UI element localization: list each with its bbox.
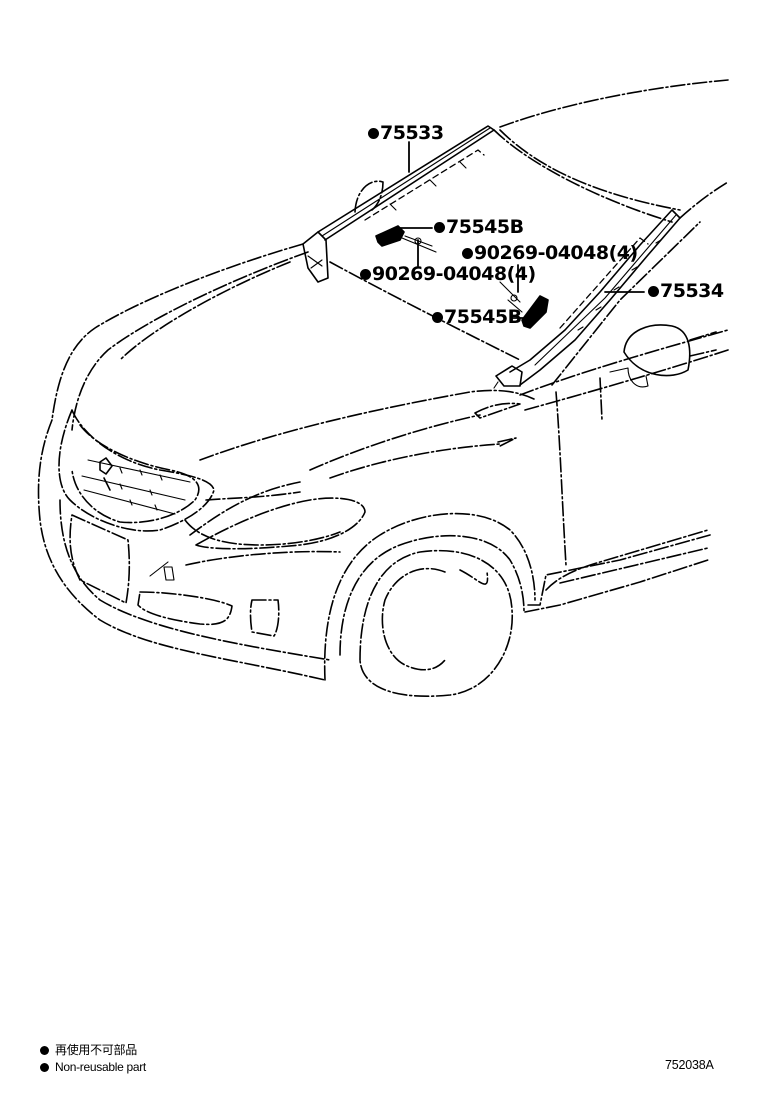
side-mirror-base: [609, 367, 649, 388]
license-plate: [69, 514, 131, 604]
callout-75533[interactable]: 75533: [368, 124, 444, 143]
bumper-outline: [37, 419, 326, 681]
grille-slat-2: [81, 475, 186, 501]
rocker-panel-2: [524, 559, 709, 613]
right-pillar-outer: [679, 181, 729, 219]
grille-slat-3: [83, 489, 176, 515]
fender-lower-curve: [329, 443, 501, 479]
wheel-arch-inner: [339, 534, 525, 656]
fender-accent-2: [497, 437, 517, 447]
bumper-outline-2: [59, 499, 331, 661]
figure-code: 752038A: [665, 1058, 714, 1072]
headlamp-inner: [205, 491, 301, 501]
non-reusable-marker-icon: [462, 248, 473, 259]
grille-inner: [71, 424, 200, 524]
washer-nozzle: [149, 561, 175, 581]
rocker-panel-3: [545, 529, 709, 591]
moulding-75533-ticks: [389, 161, 467, 211]
fog-lamp: [137, 591, 233, 626]
hood-rear-edge: [51, 243, 304, 421]
callout-75545B-lower[interactable]: 75545B: [432, 308, 522, 327]
mirror-arm: [689, 331, 717, 357]
hood-rear-edge-2: [71, 251, 309, 431]
grille-slat-1: [87, 459, 191, 483]
fender-accent: [474, 402, 521, 419]
rocker-panel-4: [559, 547, 709, 584]
filled-circle-icon: [40, 1063, 49, 1072]
moulding-75534-outer: [509, 209, 681, 386]
non-reusable-marker-icon: [360, 269, 371, 280]
moulding-75534-inner: [534, 214, 677, 366]
wheel-arch-outer: [323, 512, 536, 681]
moulding-75534-clip-marks: [577, 239, 662, 331]
rim-inner: [459, 569, 489, 585]
bumper-crease: [185, 550, 341, 566]
rim-outer: [381, 567, 446, 671]
hood-crease: [119, 261, 291, 361]
roof-line: [499, 79, 729, 128]
part-number: 75545B: [444, 306, 522, 328]
callout-75545B-upper[interactable]: 75545B: [434, 218, 524, 237]
windshield-upper-edge: [493, 129, 673, 223]
legend-row-japanese: 再使用不可部品: [40, 1042, 146, 1059]
clip-75545B-upper-graphic: [375, 225, 437, 253]
left-mirror: [354, 180, 384, 213]
rocker-panel: [527, 534, 711, 606]
part-number: 90269-04048(4): [372, 263, 536, 285]
door-panel-line: [599, 377, 603, 421]
non-reusable-marker-icon: [434, 222, 445, 233]
moulding-75533-inner: [321, 127, 491, 237]
callout-90269-04048-right[interactable]: 90269-04048(4): [462, 244, 638, 263]
left-pillar-base-detail: [307, 255, 323, 269]
belt-line: [519, 329, 729, 396]
non-reusable-marker-icon: [648, 286, 659, 297]
right-cowl-bracket-detail: [493, 381, 499, 389]
legend-row-english: Non-reusable part: [40, 1059, 146, 1076]
part-number: 75545B: [446, 216, 524, 238]
fender-top: [199, 389, 537, 461]
legend: 再使用不可部品 Non-reusable part: [40, 1042, 146, 1076]
left-pillar-base: [302, 231, 329, 283]
headlamp-lower: [189, 481, 301, 536]
headlamp: [195, 497, 366, 550]
non-reusable-marker-icon: [368, 128, 379, 139]
filled-circle-icon: [40, 1046, 49, 1055]
part-number: 75534: [660, 280, 724, 302]
moulding-75534-phantom: [559, 237, 649, 329]
part-number: 75533: [380, 122, 444, 144]
door-front-edge: [555, 391, 567, 566]
belt-line-2: [524, 349, 729, 411]
roof-rear-line: [499, 129, 681, 211]
fog-lamp-side: [249, 599, 280, 637]
right-cowl-bracket: [495, 365, 523, 387]
legend-label: 再使用不可部品: [55, 1043, 137, 1057]
front-emblem: [99, 457, 113, 491]
callout-90269-04048-left[interactable]: 90269-04048(4): [360, 265, 536, 284]
grille-surround: [58, 409, 215, 532]
callout-75534[interactable]: 75534: [648, 282, 724, 301]
right-pillar-body: [551, 221, 701, 386]
fastener-90269-lower-graphic: [499, 281, 521, 303]
bumper-crease-2: [184, 519, 341, 546]
fender-crease: [309, 414, 481, 471]
legend-label: Non-reusable part: [55, 1060, 146, 1074]
tire-outer: [359, 549, 513, 698]
grille-slat-ticks: [119, 467, 163, 511]
moulding-75533-phantom: [364, 149, 485, 221]
moulding-75533-outer: [317, 125, 495, 241]
non-reusable-marker-icon: [432, 312, 443, 323]
clip-75545B-lower-graphic: [507, 295, 549, 329]
part-number: 90269-04048(4): [474, 242, 638, 264]
